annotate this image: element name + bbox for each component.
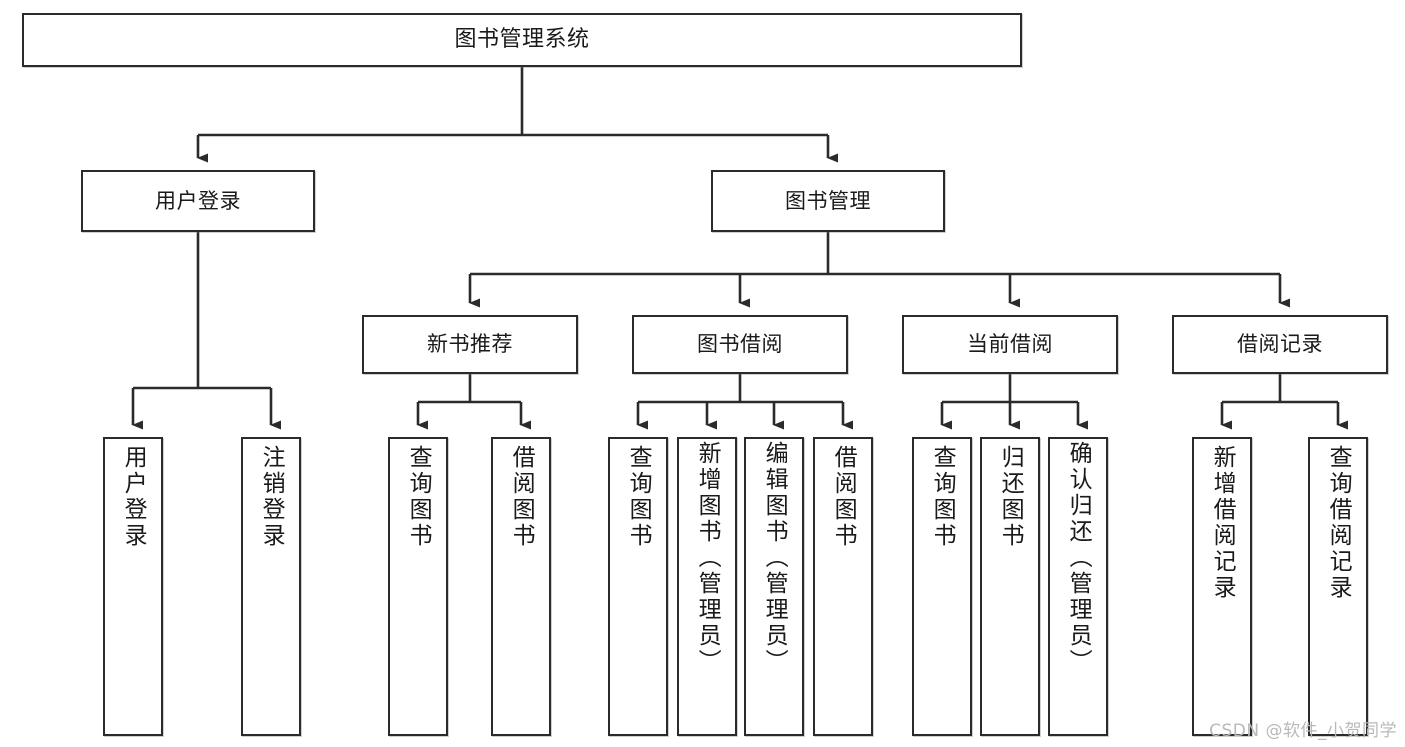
leaf-add-record-label: 新增借阅记录 — [1209, 445, 1236, 601]
leaf-query-book-3-label: 查询图书 — [929, 445, 956, 549]
leaf-query-record[interactable]: 查询借阅记录 — [1308, 437, 1368, 736]
leaf-confirm-return[interactable]: 确认归还（管理员） — [1048, 437, 1108, 736]
node-root-label: 图书管理系统 — [454, 27, 590, 53]
leaf-user-logout[interactable]: 注销登录 — [241, 437, 301, 736]
node-new-book-rec[interactable]: 新书推荐 — [362, 315, 578, 374]
leaf-confirm-return-label: 确认归还（管理员） — [1065, 441, 1092, 675]
leaf-user-login-label: 用户登录 — [120, 445, 147, 549]
leaf-user-login[interactable]: 用户登录 — [103, 437, 163, 736]
node-root[interactable]: 图书管理系统 — [22, 13, 1022, 67]
node-borrow-record-label: 借阅记录 — [1237, 332, 1323, 357]
node-borrow-record[interactable]: 借阅记录 — [1172, 315, 1388, 374]
leaf-return-book[interactable]: 归还图书 — [980, 437, 1040, 736]
leaf-add-record[interactable]: 新增借阅记录 — [1192, 437, 1252, 736]
leaf-query-book-1-label: 查询图书 — [405, 445, 432, 549]
leaf-borrow-book-1-label: 借阅图书 — [508, 445, 535, 549]
node-current-borrow-label: 当前借阅 — [967, 332, 1053, 357]
leaf-query-book-1[interactable]: 查询图书 — [388, 437, 448, 736]
leaf-query-book-2-label: 查询图书 — [625, 445, 652, 549]
node-current-borrow[interactable]: 当前借阅 — [902, 315, 1118, 374]
node-book-manage[interactable]: 图书管理 — [711, 170, 945, 232]
leaf-query-book-2[interactable]: 查询图书 — [608, 437, 668, 736]
leaf-query-record-label: 查询借阅记录 — [1325, 445, 1352, 601]
leaf-user-logout-label: 注销登录 — [258, 445, 285, 549]
leaf-edit-book-label: 编辑图书（管理员） — [761, 441, 788, 675]
leaf-borrow-book-1[interactable]: 借阅图书 — [491, 437, 551, 736]
leaf-return-book-label: 归还图书 — [997, 445, 1024, 549]
leaf-borrow-book-2[interactable]: 借阅图书 — [813, 437, 873, 736]
watermark: CSDN @软件_小贺同学 — [1209, 721, 1397, 741]
node-user-login-label: 用户登录 — [155, 188, 241, 213]
leaf-edit-book[interactable]: 编辑图书（管理员） — [744, 437, 804, 736]
node-user-login[interactable]: 用户登录 — [81, 170, 315, 232]
node-book-manage-label: 图书管理 — [785, 188, 871, 213]
node-book-borrow-label: 图书借阅 — [697, 332, 783, 357]
node-book-borrow[interactable]: 图书借阅 — [632, 315, 848, 374]
leaf-query-book-3[interactable]: 查询图书 — [912, 437, 972, 736]
node-new-book-rec-label: 新书推荐 — [427, 332, 513, 357]
leaf-add-book[interactable]: 新增图书（管理员） — [677, 437, 737, 736]
leaf-add-book-label: 新增图书（管理员） — [694, 441, 721, 675]
leaf-borrow-book-2-label: 借阅图书 — [830, 445, 857, 549]
